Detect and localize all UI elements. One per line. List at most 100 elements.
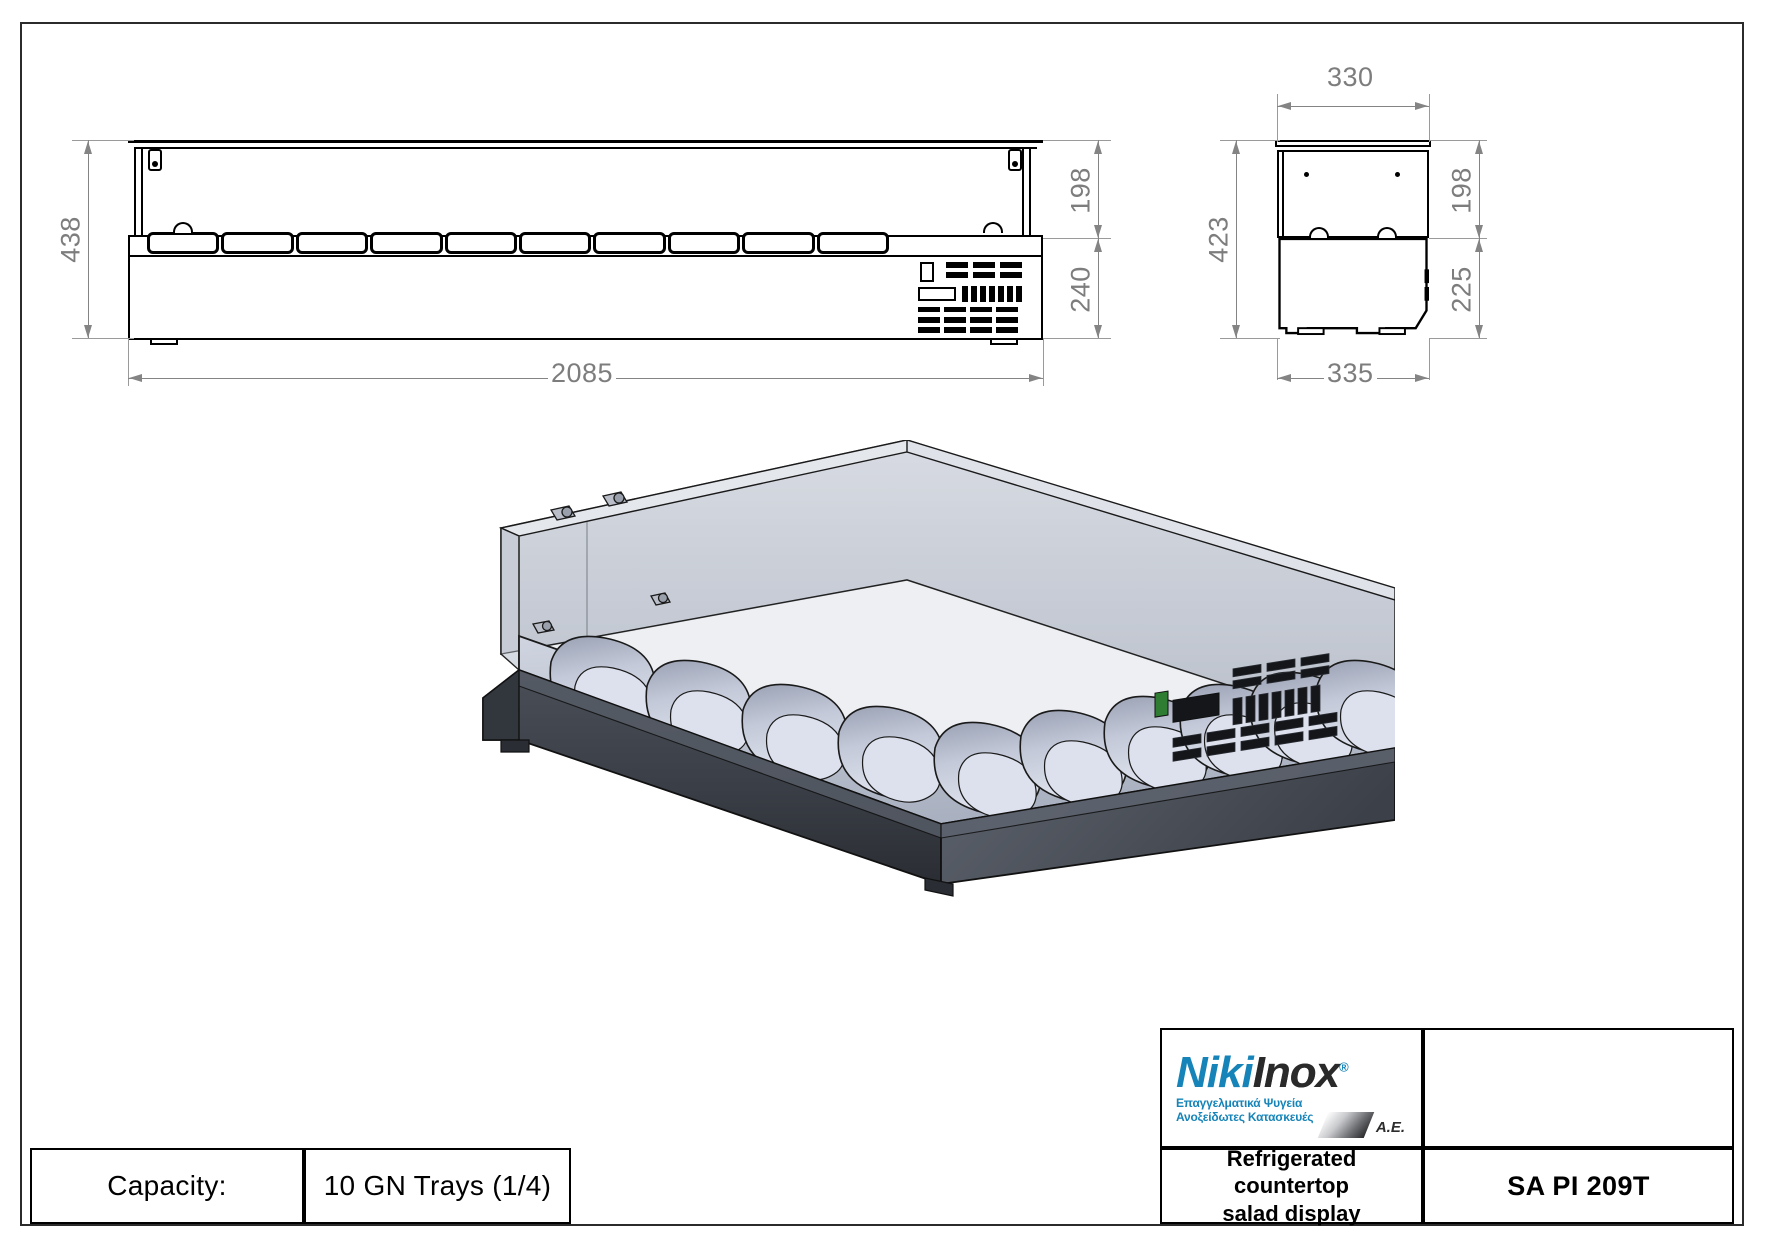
- vent-slat: [996, 317, 1018, 323]
- product-name-line3: salad display: [1222, 1200, 1361, 1226]
- vent-bar: [1007, 286, 1013, 302]
- guard-support-knob-right-icon: [983, 222, 1003, 233]
- ext-line: [128, 338, 129, 386]
- vent-slat: [973, 262, 995, 268]
- gn-tray-row: [147, 232, 890, 254]
- title-block: Capacity: 10 GN Trays (1/4) NikiInox® Επ…: [20, 1018, 1744, 1226]
- side-guard-top-cap: [1275, 140, 1431, 147]
- vent-bar: [998, 286, 1004, 302]
- dimension-225: 225: [1446, 256, 1478, 323]
- dim-line-438: [88, 140, 89, 338]
- dimension-335: 335: [1324, 358, 1377, 389]
- front-elevation-view: [128, 140, 1043, 345]
- vent-slat: [918, 307, 940, 312]
- cabinet-foot-right: [990, 338, 1018, 345]
- capacity-label: Capacity:: [107, 1170, 227, 1201]
- product-name-line1: Refrigerated: [1226, 1145, 1357, 1171]
- dim-line-423: [1236, 140, 1237, 338]
- gn-tray: [742, 232, 815, 254]
- dimension-423: 423: [1203, 206, 1235, 273]
- side-body-outline-icon: [1277, 238, 1429, 336]
- guard-hinge-left-icon: [148, 149, 162, 171]
- dim-arrow: [1094, 141, 1102, 154]
- ext-line: [1043, 238, 1111, 239]
- dim-arrow: [1415, 102, 1428, 110]
- gn-tray: [593, 232, 666, 254]
- ext-line: [1043, 338, 1111, 339]
- cabinet-foot-left: [150, 338, 178, 345]
- vent-bar: [1016, 286, 1022, 302]
- dim-line-240: [1098, 238, 1099, 338]
- dim-arrow: [1475, 325, 1483, 338]
- brand-name-second: Inox: [1252, 1047, 1340, 1097]
- vent-slat: [918, 327, 940, 333]
- vent-slat: [946, 262, 968, 268]
- display-window-icon: [920, 262, 934, 282]
- vent-bar: [989, 286, 995, 302]
- ext-line: [1043, 338, 1044, 386]
- gn-tray: [444, 232, 518, 254]
- brand-logo: NikiInox® Επαγγελματικά Ψυγεία Ανοξείδωτ…: [1162, 1030, 1421, 1146]
- guard-support-knob-left-icon: [173, 222, 193, 233]
- dim-arrow: [84, 325, 92, 338]
- vent-slat: [970, 317, 992, 323]
- dim-line-225: [1479, 238, 1480, 338]
- dim-arrow: [1278, 102, 1291, 110]
- side-guard-outline: [1277, 150, 1429, 238]
- control-panel-group: [918, 260, 1038, 338]
- sheet-border: [20, 22, 1744, 1226]
- gn-tray: [221, 232, 294, 254]
- guard-left-edge: [134, 147, 136, 235]
- vent-slat: [946, 272, 968, 278]
- product-name: Refrigerated countertop salad display: [1222, 1145, 1360, 1228]
- dim-line-198-side: [1479, 140, 1480, 238]
- capacity-value-cell: 10 GN Trays (1/4): [304, 1148, 571, 1224]
- dim-arrow: [1232, 141, 1240, 154]
- side-fixing-dot-left-icon: [1304, 172, 1309, 177]
- gn-tray: [667, 232, 741, 254]
- dimension-198-side: 198: [1446, 157, 1478, 224]
- vent-slat: [1000, 262, 1022, 268]
- vent-slat: [996, 327, 1018, 333]
- vent-slat: [944, 317, 966, 323]
- registered-mark-icon: ®: [1339, 1059, 1349, 1075]
- vent-slat: [996, 307, 1018, 312]
- dim-arrow: [129, 374, 142, 382]
- vent-bar: [962, 286, 968, 302]
- vent-bar: [971, 286, 977, 302]
- ext-line: [1429, 140, 1487, 141]
- guard-top-edge-inner: [134, 147, 1037, 149]
- side-support-knob-left-icon: [1309, 227, 1329, 238]
- brand-logo-text: NikiInox®: [1176, 1050, 1349, 1094]
- ext-line: [1429, 238, 1487, 239]
- dim-arrow: [1094, 225, 1102, 238]
- gn-tray: [295, 232, 369, 254]
- logo-swoosh-icon: [1317, 1112, 1375, 1138]
- model-number-cell: SA PI 209T: [1423, 1148, 1734, 1224]
- guard-right-edge-inner: [1022, 147, 1024, 235]
- dimension-330: 330: [1324, 62, 1377, 93]
- side-fixing-dot-right-icon: [1395, 172, 1400, 177]
- revision-cell-empty: [1423, 1028, 1734, 1148]
- vent-slat: [944, 307, 966, 312]
- gn-tray: [816, 232, 890, 254]
- guard-right-edge: [1029, 147, 1031, 235]
- dim-line-198: [1098, 140, 1099, 238]
- gn-tray: [519, 232, 592, 254]
- guard-left-edge-inner: [141, 147, 143, 235]
- guard-top-edge: [128, 140, 1043, 143]
- dimension-2085: 2085: [548, 358, 617, 389]
- logo-cell: NikiInox® Επαγγελματικά Ψυγεία Ανοξείδωτ…: [1160, 1028, 1423, 1148]
- product-name-cell: Refrigerated countertop salad display: [1160, 1146, 1423, 1226]
- gn-tray: [147, 232, 220, 254]
- gn-tray: [370, 232, 443, 254]
- ext-line: [1277, 94, 1278, 142]
- vent-slat: [944, 327, 966, 333]
- guard-hinge-right-icon: [1008, 149, 1022, 171]
- dim-arrow: [1094, 325, 1102, 338]
- dim-arrow: [1094, 239, 1102, 252]
- ext-line: [1429, 94, 1430, 142]
- capacity-value: 10 GN Trays (1/4): [323, 1170, 552, 1201]
- ext-line: [1043, 140, 1111, 141]
